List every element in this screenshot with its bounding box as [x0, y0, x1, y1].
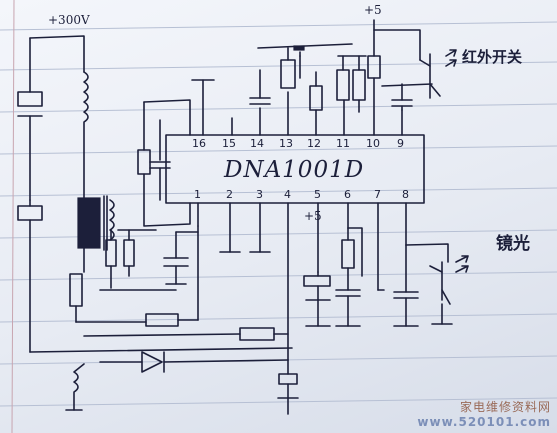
pin-label-11: 11 — [336, 137, 350, 150]
bottom-capacitor — [277, 359, 299, 415]
left-filter-capacitor — [17, 91, 43, 201]
pin-label-10: 10 — [366, 137, 380, 150]
pin-label-4: 4 — [284, 188, 291, 201]
site-watermark: 家电维修资料网 www.520101.com — [417, 398, 551, 429]
pin9-capacitor — [391, 83, 413, 111]
pin13-resistors — [257, 43, 353, 111]
mirror-sensor-label: 镜光 — [496, 234, 530, 254]
transformer-core — [77, 195, 115, 273]
middle-resistor — [145, 225, 199, 327]
pin5-capacitor — [303, 271, 331, 327]
transformer-primary — [83, 71, 89, 201]
pin-label-14: 14 — [250, 137, 264, 150]
pin-label-1: 1 — [194, 188, 201, 201]
ic-bottom-pins — [197, 202, 407, 361]
left-resistor — [69, 273, 147, 323]
pin1-capacitor — [163, 231, 199, 285]
pin14-capacitor — [249, 69, 271, 105]
watermark-title: 家电维修资料网 — [459, 400, 551, 414]
pin-label-6: 6 — [344, 188, 351, 201]
secondary-winding — [65, 363, 85, 411]
resistor-pair — [99, 229, 177, 291]
low-voltage-supply-label: +5 — [364, 3, 382, 17]
pin-label-3: 3 — [256, 188, 263, 201]
pin-label-9: 9 — [397, 137, 404, 150]
bottom-resistor — [83, 327, 289, 341]
capacitor-plus-label: +5 — [304, 209, 322, 223]
rectifier-diode — [99, 351, 289, 373]
hv-rail — [29, 35, 85, 73]
pin-label-7: 7 — [374, 188, 381, 201]
pin8-capacitor — [393, 244, 419, 327]
ic-body — [165, 134, 425, 204]
pin-label-5: 5 — [314, 188, 321, 201]
bottom-return-line — [29, 347, 293, 353]
ir-switch-label: 红外开关 — [462, 48, 523, 66]
ground-stubs — [165, 251, 453, 327]
pin16-rc-network — [137, 79, 215, 227]
pin6-network — [335, 227, 385, 327]
pin-label-15: 15 — [222, 137, 236, 150]
watermark-url: www.520101.com — [417, 415, 551, 429]
hv-supply-label: +300V — [48, 13, 90, 27]
ir-sensor-transistor — [419, 49, 457, 99]
pin10-supply — [367, 19, 433, 87]
pin-label-12: 12 — [307, 137, 321, 150]
ic-top-pins — [202, 77, 403, 136]
mirror-sensor-transistor — [405, 243, 469, 325]
pin-label-13: 13 — [279, 137, 293, 150]
left-lower-capacitor — [17, 199, 43, 353]
pin-label-2: 2 — [226, 188, 233, 201]
pin11-resistors — [336, 55, 367, 113]
pin-label-8: 8 — [402, 188, 409, 201]
ic-part-number: DNA1001D — [224, 157, 365, 183]
pin-label-16: 16 — [192, 137, 206, 150]
